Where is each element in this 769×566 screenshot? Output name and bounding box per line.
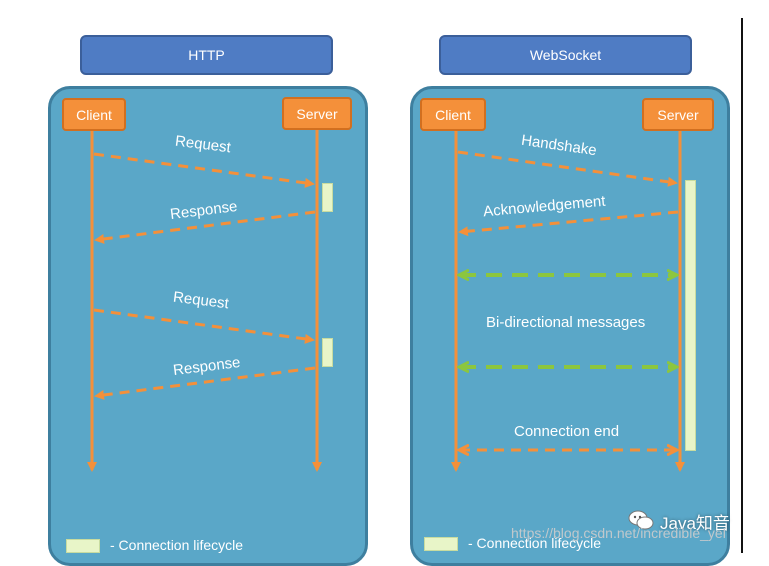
- websocket-title: WebSocket: [439, 35, 692, 75]
- http-title: HTTP: [80, 35, 333, 75]
- ws-legend-text: - Connection lifecycle: [468, 535, 602, 551]
- http-request-arrow-1: [93, 152, 315, 188]
- ws-legend-swatch: [424, 537, 458, 551]
- sequence-arrows: [87, 130, 685, 472]
- ws-client-box: Client: [420, 98, 486, 131]
- http-lifecycle-bar-1: [322, 183, 333, 212]
- http-legend-text: - Connection lifecycle: [110, 537, 244, 553]
- ws-end-label: Connection end: [514, 423, 620, 440]
- websocket-lifecycle-bar: [685, 180, 696, 451]
- ws-server-box: Server: [642, 98, 714, 131]
- http-legend-swatch: [66, 539, 100, 553]
- http-server-box: Server: [282, 97, 352, 130]
- http-panel: [48, 86, 368, 566]
- http-response-arrow-2: [94, 366, 316, 400]
- watermark-url: https://blog.csdn.net/incredible_yel: [511, 525, 726, 541]
- ws-handshake-arrow: [457, 150, 678, 187]
- http-response-arrow-1: [94, 210, 316, 244]
- chat-bubbles-icon: [628, 510, 654, 530]
- http-request-arrow-2: [93, 308, 315, 344]
- http-lifecycle-bar-2: [322, 338, 333, 367]
- ws-ack-arrow: [458, 210, 679, 237]
- watermark-brand: Java知音: [660, 514, 730, 533]
- divider-line: [741, 18, 743, 553]
- ws-bidi-label: Bi-directional messages: [486, 314, 646, 331]
- http-client-box: Client: [62, 98, 126, 131]
